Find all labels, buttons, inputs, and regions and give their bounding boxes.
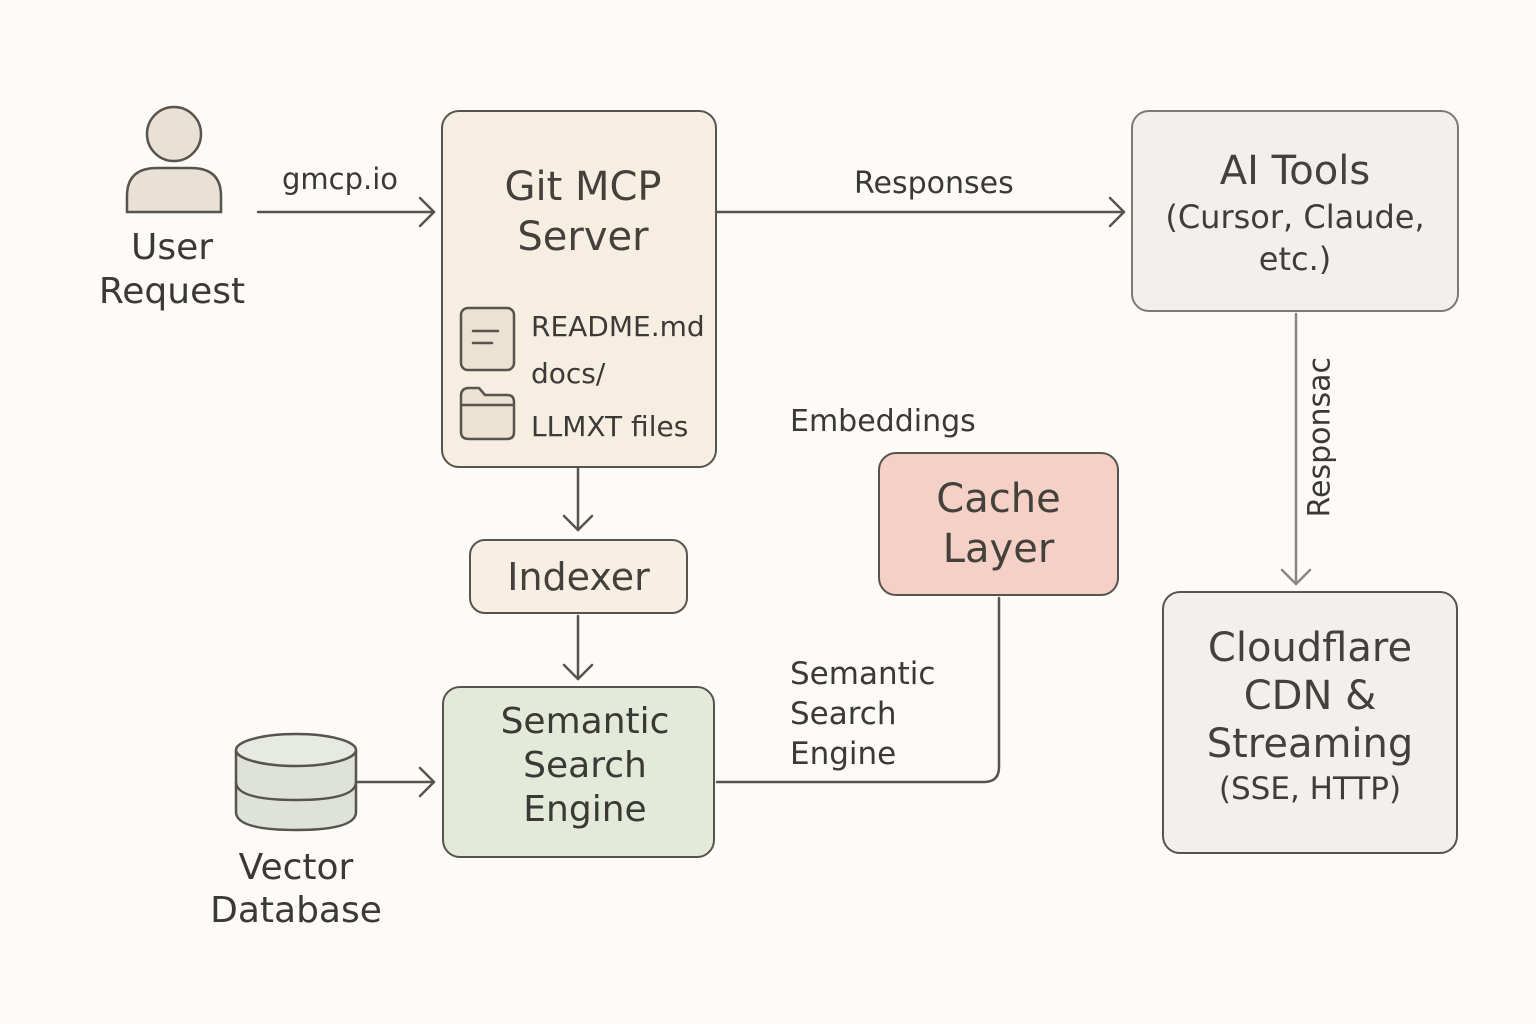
cloudflare-line1: Cloudflare: [1207, 625, 1413, 671]
edge-semantic-line3: Engine: [790, 736, 897, 772]
vector-database-label: Vector Database: [196, 846, 396, 932]
edge-semantic-line2: Search: [790, 696, 897, 732]
ai-tools-text: AI Tools (Cursor, Claude, etc.): [1131, 146, 1459, 280]
cloudflare-sub: (SSE, HTTP): [1218, 771, 1402, 807]
git-server-title-line2: Server: [517, 214, 649, 260]
cache-title-line1: Cache: [936, 476, 1061, 522]
ai-tools-sub-line1: (Cursor, Claude,: [1165, 198, 1425, 236]
user-request-label: User Request: [82, 226, 262, 314]
line-engine-to-cache: [715, 596, 1001, 784]
engine-line2: Search: [523, 745, 647, 786]
cache-title-line2: Layer: [942, 526, 1055, 572]
edge-label-responses: Responses: [854, 166, 1014, 201]
document-icon: [459, 306, 516, 372]
cloudflare-box: [1162, 591, 1458, 854]
user-label-line2: Request: [98, 271, 246, 312]
database-icon: [234, 732, 358, 832]
vector-db-line1: Vector: [238, 847, 354, 888]
indexer-title: Indexer: [507, 554, 650, 599]
edge-label-gmcp: gmcp.io: [282, 162, 399, 196]
edge-label-responsac: Responsac: [1302, 356, 1338, 518]
engine-line3: Engine: [523, 789, 647, 830]
cache-layer-box: [878, 452, 1119, 596]
indexer-text: Indexer: [469, 539, 688, 614]
user-icon: [125, 105, 223, 214]
ai-tools-box: [1131, 110, 1459, 312]
cloudflare-line2: CDN &: [1243, 673, 1377, 719]
file-docs: docs/: [531, 357, 606, 390]
user-label-line1: User: [130, 227, 214, 268]
vector-db-line2: Database: [210, 890, 382, 931]
edge-semantic-line1: Semantic: [790, 656, 936, 692]
file-readme: README.md: [531, 310, 705, 343]
engine-line1: Semantic: [500, 701, 670, 742]
cloudflare-text: Cloudflare CDN & Streaming (SSE, HTTP): [1162, 624, 1458, 810]
cache-layer-text: Cache Layer: [878, 452, 1119, 596]
git-server-title-line1: Git MCP: [504, 164, 662, 210]
edge-label-embeddings: Embeddings: [790, 404, 976, 439]
folder-icon: [459, 386, 516, 441]
semantic-search-engine-text: Semantic Search Engine: [442, 700, 728, 832]
ai-tools-sub-line2: etc.): [1258, 240, 1332, 278]
ai-tools-title: AI Tools: [1219, 148, 1371, 194]
indexer-box: [469, 539, 688, 614]
edge-label-semantic: Semantic Search Engine: [790, 654, 935, 774]
cloudflare-line3: Streaming: [1206, 721, 1414, 767]
git-mcp-server-title: Git MCP Server: [441, 162, 725, 262]
semantic-search-engine-box: [442, 686, 715, 858]
file-llmxt: LLMXT files: [531, 410, 689, 443]
